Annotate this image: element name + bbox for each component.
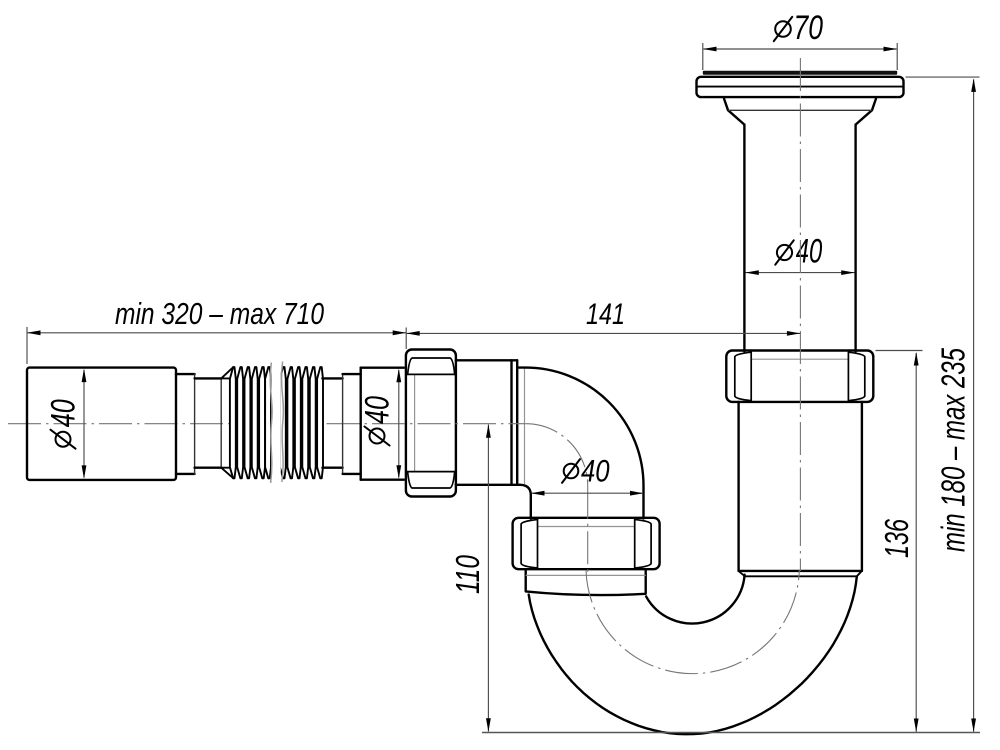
svg-text:min 180 – max 235: min 180 – max 235 — [935, 348, 972, 552]
svg-text:40: 40 — [45, 399, 83, 427]
svg-text:40: 40 — [796, 232, 823, 270]
svg-text:40: 40 — [359, 396, 397, 424]
svg-text:40: 40 — [581, 452, 610, 488]
svg-text:110: 110 — [449, 555, 486, 594]
svg-text:136: 136 — [878, 519, 915, 558]
svg-text:141: 141 — [586, 298, 625, 331]
svg-text:min 320 – max 710: min 320 – max 710 — [115, 296, 324, 331]
svg-text:70: 70 — [794, 9, 824, 47]
